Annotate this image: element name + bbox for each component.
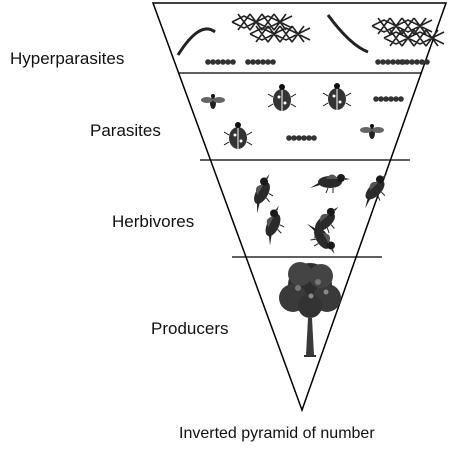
level-label-parasites: Parasites	[90, 121, 161, 141]
diagram-caption: Inverted pyramid of number	[179, 424, 375, 444]
level-label-producers: Producers	[151, 319, 228, 339]
level-label-hyperparasites: Hyperparasites	[10, 49, 124, 69]
level-label-herbivores: Herbivores	[112, 212, 194, 232]
